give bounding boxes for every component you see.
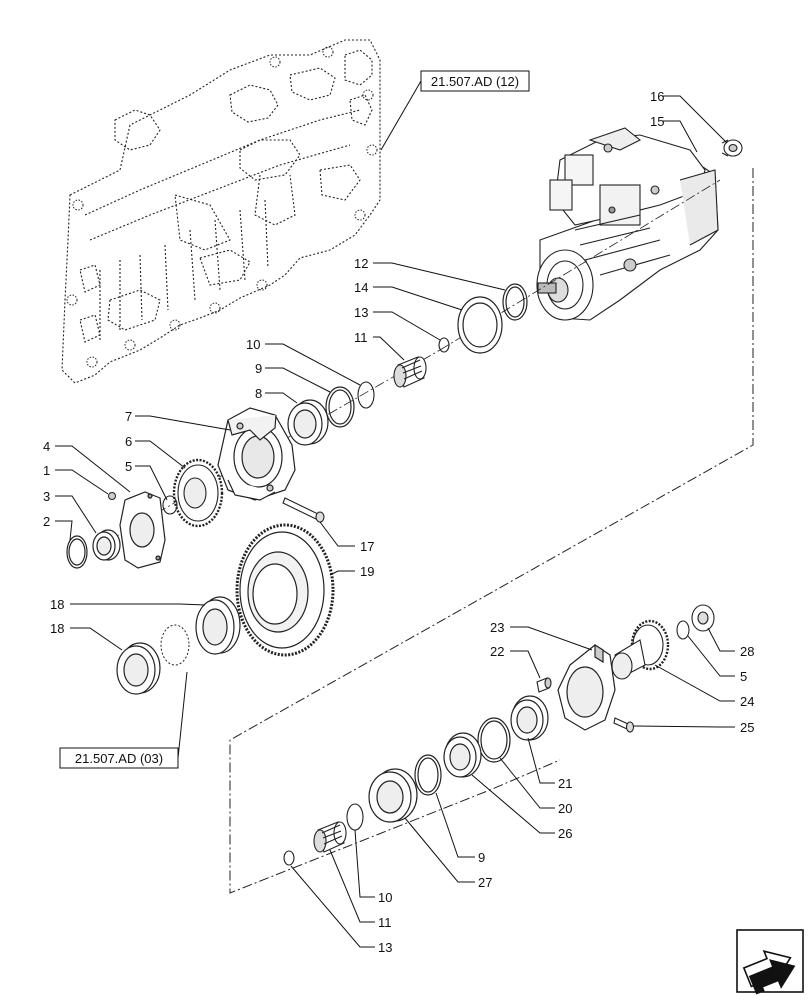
carrier-housing-7: [217, 407, 296, 501]
ref-box-bottom: [59, 747, 179, 769]
bushing-3: [92, 529, 121, 561]
callout-22[interactable]: 22: [490, 644, 504, 659]
bearing-27: [368, 768, 418, 823]
cover-4: [119, 491, 166, 569]
hydraulic-motor: [536, 127, 719, 321]
spacer-5-lower: [676, 620, 690, 640]
ref-label-top[interactable]: 21.507.AD (12): [431, 74, 519, 89]
callout-15[interactable]: 15: [650, 114, 664, 129]
callout-18-upper[interactable]: 18: [50, 597, 64, 612]
gear-24: [611, 619, 670, 680]
callout-14[interactable]: 14: [354, 280, 368, 295]
circlip-13: [438, 337, 450, 353]
callout-5-upper[interactable]: 5: [125, 459, 132, 474]
spacer-5-upper: [162, 495, 178, 515]
circlip-13-lower: [283, 850, 295, 866]
circlip-10-lower: [346, 803, 364, 831]
callout-23[interactable]: 23: [490, 620, 504, 635]
ref-leader-bottom: [177, 671, 188, 759]
bearing-21: [510, 695, 549, 741]
axis-line-upper: [109, 349, 441, 541]
callout-25[interactable]: 25: [740, 720, 754, 735]
callout-24[interactable]: 24: [740, 694, 754, 709]
ring-20: [477, 717, 511, 763]
snap-ring-12: [502, 283, 528, 321]
callout-5-lower[interactable]: 5: [740, 669, 747, 684]
needle-bearing-11: [393, 356, 427, 388]
next-page-arrow-icon[interactable]: [736, 929, 804, 998]
callout-12[interactable]: 12: [354, 256, 368, 271]
gear-6: [172, 458, 224, 528]
pin-22: [536, 677, 552, 693]
callout-7[interactable]: 7: [125, 409, 132, 424]
callout-20[interactable]: 20: [558, 801, 572, 816]
ring-seal-18: [160, 624, 190, 666]
callout-13[interactable]: 13: [354, 305, 368, 320]
bearing-18-outer: [116, 642, 161, 695]
callout-10-lower[interactable]: 10: [378, 890, 392, 905]
callout-9-lower[interactable]: 9: [478, 850, 485, 865]
seal-28: [691, 604, 715, 632]
snap-ring-9: [325, 386, 355, 428]
snap-ring-2: [66, 535, 88, 569]
ref-leader-top: [380, 80, 422, 151]
bearing-26: [443, 732, 482, 778]
callout-26[interactable]: 26: [558, 826, 572, 841]
callout-17[interactable]: 17: [360, 539, 374, 554]
callout-labels: 16 15 12 14 13 11 10 9 8 7 6 4 5 1 3 2 1…: [43, 89, 754, 955]
callout-28[interactable]: 28: [740, 644, 754, 659]
callout-11[interactable]: 11: [354, 330, 368, 345]
callout-19[interactable]: 19: [360, 564, 374, 579]
transmission-housing-outline: [61, 39, 381, 384]
callout-21[interactable]: 21: [558, 776, 572, 791]
bolt-17: [282, 497, 325, 523]
circlip-10: [357, 381, 375, 409]
bolt-1: [108, 492, 116, 500]
callout-13-lower[interactable]: 13: [378, 940, 392, 955]
callout-16[interactable]: 16: [650, 89, 664, 104]
callout-1[interactable]: 1: [43, 463, 50, 478]
housing-bolt-holes: [66, 46, 378, 368]
callout-8[interactable]: 8: [255, 386, 262, 401]
callout-6[interactable]: 6: [125, 434, 132, 449]
leader-lines: [55, 95, 735, 948]
needle-bearing-11-lower: [313, 821, 347, 853]
assembly-centerline: [229, 168, 754, 894]
callout-27[interactable]: 27: [478, 875, 492, 890]
callout-10[interactable]: 10: [246, 337, 260, 352]
ring-14: [457, 296, 503, 354]
ref-box-top: [420, 70, 530, 92]
callout-11-lower[interactable]: 11: [378, 915, 392, 930]
bearing-18-inner: [195, 596, 241, 655]
callout-2[interactable]: 2: [43, 514, 50, 529]
callout-9[interactable]: 9: [255, 361, 262, 376]
plug-16: [721, 139, 743, 157]
bolt-25: [613, 717, 635, 733]
carrier-23: [557, 643, 616, 731]
large-gear-19: [235, 523, 335, 657]
callout-3[interactable]: 3: [43, 489, 50, 504]
callout-18-lower[interactable]: 18: [50, 621, 64, 636]
bearing-8: [287, 399, 329, 446]
ref-label-bottom[interactable]: 21.507.AD (03): [75, 751, 163, 766]
snap-ring-9-lower: [414, 754, 442, 796]
callout-4[interactable]: 4: [43, 439, 50, 454]
